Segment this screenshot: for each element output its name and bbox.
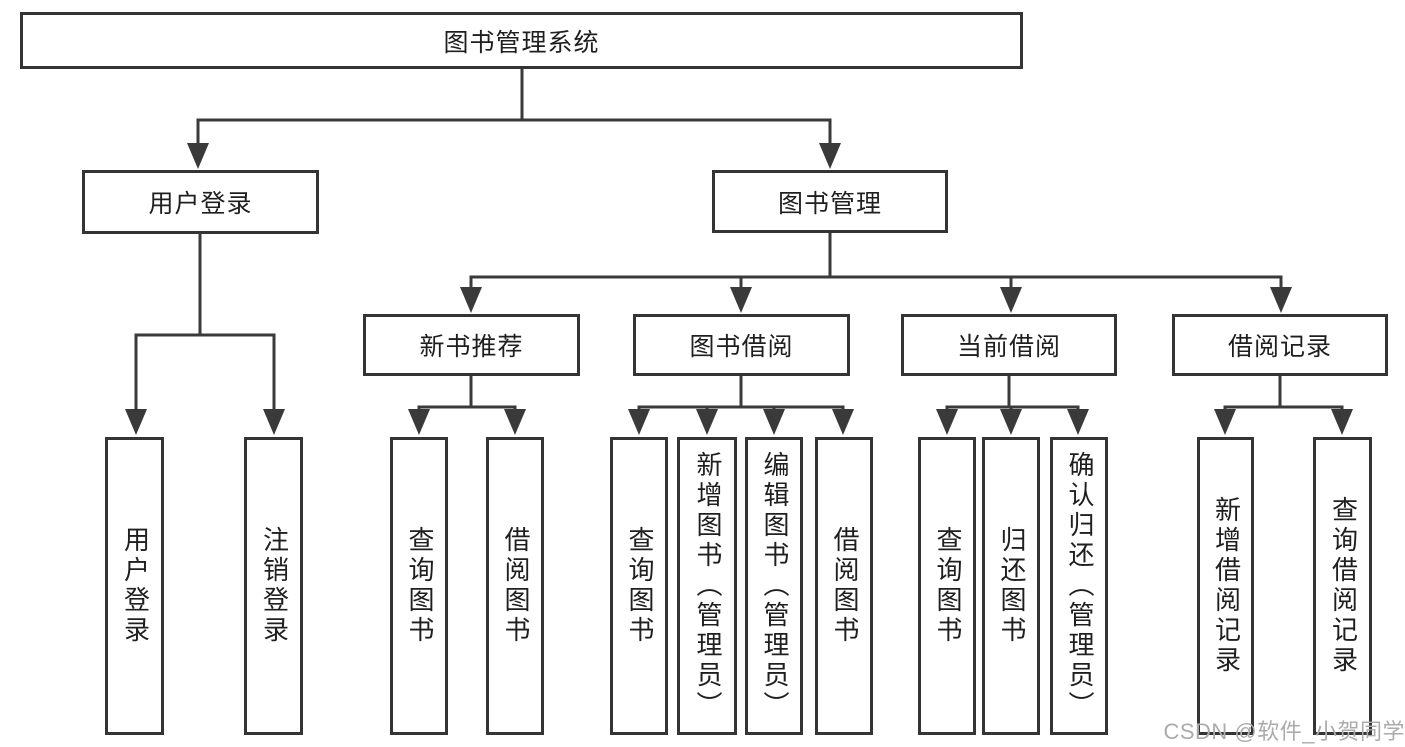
- leaf-borrow-books-under-borrow: 借阅图书: [815, 437, 873, 735]
- node-current-borrow: 当前借阅: [901, 314, 1117, 376]
- leaf-query-borrow-record: 查询借阅记录: [1313, 437, 1372, 735]
- node-new-book-recommend: 新书推荐: [363, 314, 580, 376]
- leaf-confirm-return-admin: 确认归还（管理员）: [1050, 437, 1108, 735]
- node-book-borrow-label: 图书借阅: [689, 333, 794, 361]
- node-new-book-recommend-label: 新书推荐: [419, 333, 524, 361]
- node-user-login: 用户登录: [82, 170, 319, 234]
- node-root-system: 图书管理系统: [20, 12, 1023, 69]
- leaf-add-book-admin: 新增图书（管理员）: [677, 437, 737, 735]
- edge-records-to-leaves: [1214, 376, 1353, 435]
- node-book-management-label: 图书管理: [777, 189, 882, 218]
- leaf-logout: 注销登录: [244, 437, 303, 735]
- node-book-borrow: 图书借阅: [633, 314, 850, 376]
- leaf-add-book-admin-label: 新增图书（管理员）: [692, 451, 723, 721]
- leaf-query-books-under-recommend: 查询图书: [390, 437, 448, 735]
- leaf-logout-label: 注销登录: [259, 526, 290, 646]
- edge-borrow-to-leaves: [628, 376, 854, 435]
- csdn-watermark: CSDN @软件_小贺同学: [1163, 719, 1405, 744]
- leaf-add-borrow-record: 新增借阅记录: [1197, 437, 1254, 735]
- node-root-label: 图书管理系统: [443, 28, 600, 57]
- leaf-query-books-label: 查询图书: [624, 526, 655, 646]
- leaf-borrow-books-label: 借阅图书: [829, 526, 860, 646]
- leaf-user-login: 用户登录: [105, 437, 164, 735]
- leaf-query-books-under-borrow: 查询图书: [610, 437, 668, 735]
- node-current-borrow-label: 当前借阅: [956, 333, 1061, 361]
- leaf-return-book: 归还图书: [982, 437, 1040, 735]
- leaf-query-books-under-current: 查询图书: [918, 437, 976, 735]
- edge-root-to-level2: [187, 68, 841, 169]
- leaf-borrow-books-label: 借阅图书: [500, 526, 531, 646]
- leaf-query-books-label: 查询图书: [404, 526, 435, 646]
- edge-mgmt-to-level3: [460, 233, 1292, 313]
- leaf-user-login-label: 用户登录: [120, 526, 151, 646]
- leaf-query-borrow-record-label: 查询借阅记录: [1328, 496, 1359, 676]
- edge-newbook-to-leaves: [408, 376, 526, 435]
- leaf-confirm-return-admin-label: 确认归还（管理员）: [1064, 451, 1095, 721]
- leaf-edit-book-admin-label: 编辑图书（管理员）: [759, 451, 790, 721]
- edge-current-to-leaves: [936, 376, 1089, 435]
- leaf-edit-book-admin: 编辑图书（管理员）: [745, 437, 803, 735]
- node-borrow-records: 借阅记录: [1172, 314, 1388, 376]
- edge-login-to-leaves: [125, 234, 285, 435]
- node-borrow-records-label: 借阅记录: [1227, 333, 1332, 361]
- leaf-borrow-books-under-recommend: 借阅图书: [486, 437, 544, 735]
- node-book-management: 图书管理: [712, 170, 948, 233]
- leaf-return-book-label: 归还图书: [996, 526, 1027, 646]
- leaf-add-borrow-record-label: 新增借阅记录: [1211, 496, 1242, 676]
- node-user-login-label: 用户登录: [148, 190, 253, 218]
- leaf-query-books-label: 查询图书: [932, 526, 963, 646]
